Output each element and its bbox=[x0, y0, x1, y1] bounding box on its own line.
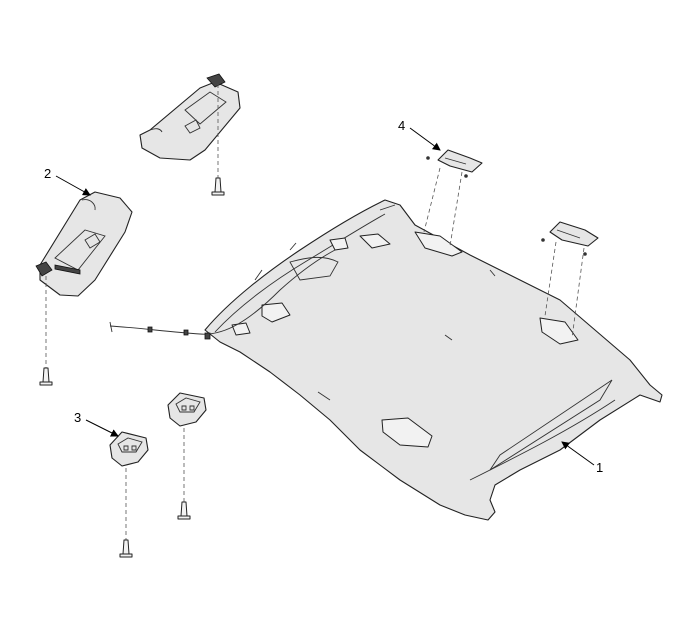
sun-visor-upper bbox=[139, 73, 241, 196]
sun-visor-retainer bbox=[109, 431, 149, 558]
callout-3-label: 3 bbox=[74, 410, 81, 425]
headliner bbox=[204, 199, 663, 521]
wiring-harness bbox=[109, 242, 336, 340]
callout-4: 4 bbox=[398, 118, 441, 151]
sun-visor-retainer-2 bbox=[167, 392, 207, 520]
callout-2-label: 2 bbox=[44, 166, 51, 181]
callout-3: 3 bbox=[74, 410, 119, 437]
sun-visor bbox=[35, 191, 133, 386]
callout-1: 1 bbox=[561, 441, 603, 475]
callout-2: 2 bbox=[44, 166, 91, 196]
assist-handle-bracket bbox=[423, 149, 483, 247]
callout-1-label: 1 bbox=[596, 460, 603, 475]
assist-handle-bracket-2 bbox=[541, 221, 599, 339]
callout-4-label: 4 bbox=[398, 118, 405, 133]
